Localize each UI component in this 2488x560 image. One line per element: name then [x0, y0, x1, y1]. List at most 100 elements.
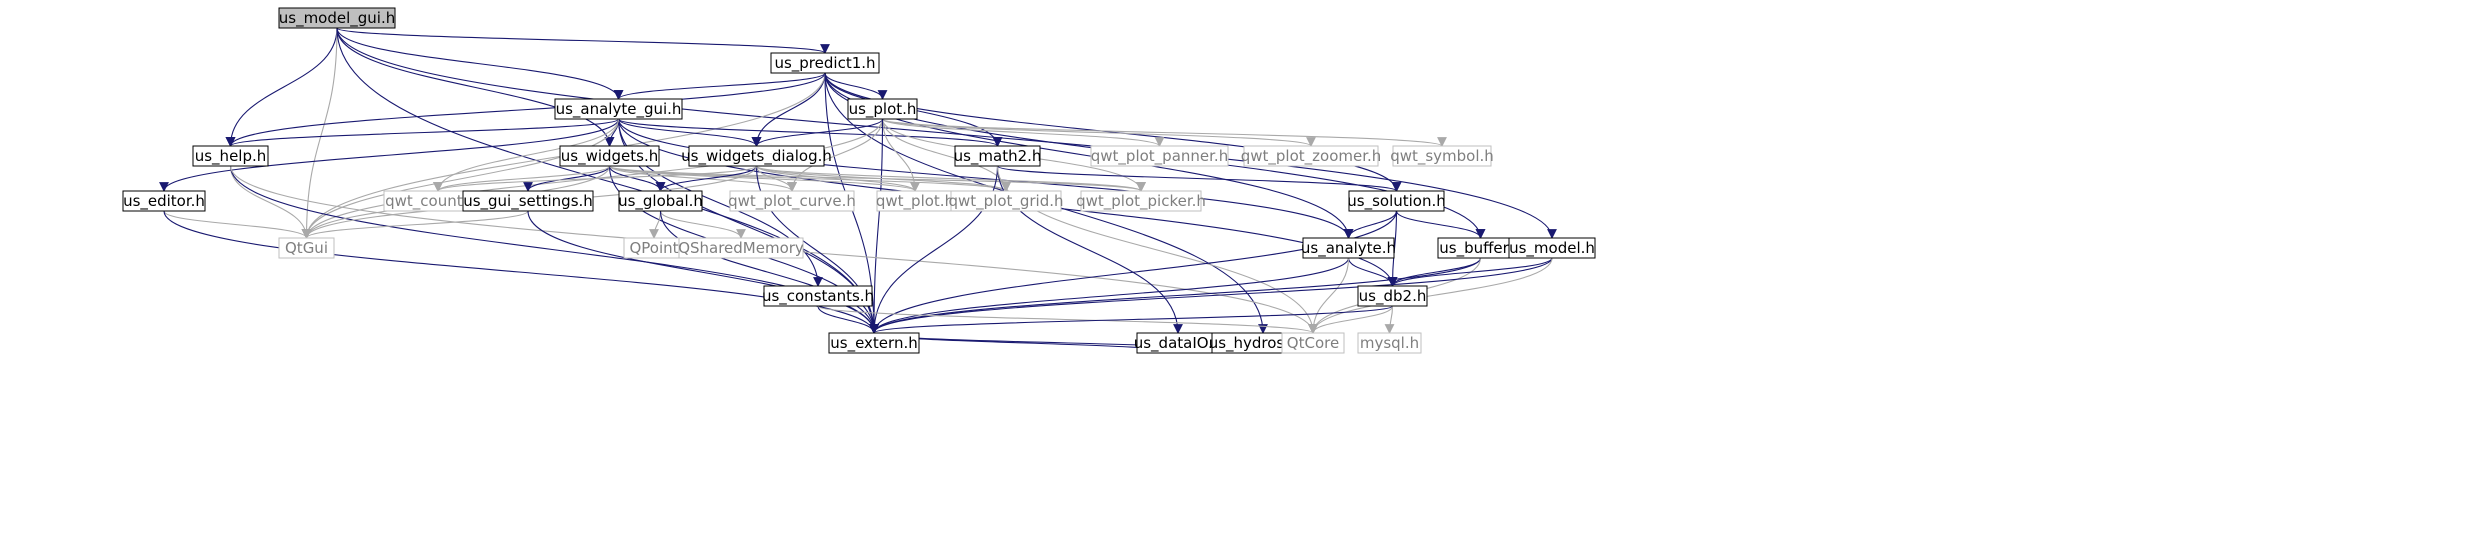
edge-us_gui_settings-to-us_extern: [527, 210, 879, 334]
node-us_gui_settings[interactable]: us_gui_settings.h: [462, 190, 594, 212]
edge-us_plot-to-us_widgets_dialog: [751, 118, 884, 147]
node-label-QtCore: QtCore: [1287, 334, 1339, 352]
node-label-qwt_plot: qwt_plot.h: [876, 192, 954, 211]
node-label-us_widgets: us_widgets.h: [561, 147, 659, 166]
edge-us_solution-to-us_analyte: [1343, 210, 1398, 239]
node-us_model_gui[interactable]: us_model_gui.h: [278, 7, 396, 29]
edge-us_db2-to-us_extern: [869, 305, 1394, 334]
node-label-QtGui: QtGui: [285, 239, 328, 257]
edge-us_model-to-QtCore: [1308, 257, 1553, 334]
node-us_solution[interactable]: us_solution.h: [1347, 190, 1446, 212]
node-us_math2[interactable]: us_math2.h: [954, 145, 1042, 167]
node-label-qwt_plot_picker: qwt_plot_picker.h: [1076, 192, 1206, 211]
edge-us_model_gui-to-QtGui: [301, 27, 338, 239]
node-label-us_analyte: us_analyte.h: [1301, 239, 1396, 258]
edge-us_editor-to-QtGui: [163, 210, 312, 239]
node-us_dataIO[interactable]: us_dataIO.h: [1134, 332, 1223, 354]
node-label-us_predict1: us_predict1.h: [774, 54, 875, 73]
node-box-mysql: [1357, 332, 1422, 354]
edge-us_math2-to-us_solution: [996, 165, 1402, 192]
node-QSharedMemory: QSharedMemory: [678, 237, 804, 259]
node-us_global[interactable]: us_global.h: [618, 190, 703, 212]
node-box-QtGui: [278, 237, 335, 259]
node-us_db2[interactable]: us_db2.h: [1357, 285, 1428, 307]
node-box-us_widgets_dialog: [688, 145, 825, 167]
node-us_plot[interactable]: us_plot.h: [847, 98, 918, 120]
node-label-us_buffer: us_buffer.h: [1439, 239, 1521, 258]
node-box-us_help: [192, 145, 269, 167]
edge-us_model_gui-to-us_help: [225, 27, 338, 147]
node-box-us_analyte_gui: [554, 98, 683, 120]
edge-us_plot-to-qwt_plot_panner: [881, 118, 1165, 147]
edge-us_widgets_dialog-to-qwt_plot: [755, 165, 920, 192]
node-mysql: mysql.h: [1357, 332, 1422, 354]
edge-us_analyte_gui-to-us_analyte: [617, 118, 1354, 239]
edge-us_buffer-to-us_extern: [869, 257, 1482, 334]
node-label-us_extern: us_extern.h: [830, 334, 917, 353]
node-box-qwt_plot_grid: [950, 190, 1062, 212]
node-box-us_math2: [954, 145, 1041, 167]
node-us_widgets[interactable]: us_widgets.h: [559, 145, 660, 167]
edge-us_global-to-QSharedMemory: [659, 210, 746, 239]
node-us_predict1[interactable]: us_predict1.h: [770, 52, 880, 74]
edge-us_global-to-us_extern: [659, 210, 879, 334]
node-box-us_global: [618, 190, 703, 212]
node-box-us_solution: [1348, 190, 1445, 212]
node-box-qwt_plot_picker: [1080, 190, 1202, 212]
node-box-us_gui_settings: [462, 190, 594, 212]
edge-us_widgets-to-qwt_plot_grid: [608, 165, 1011, 192]
edge-us_widgets_dialog-to-qwt_plot_picker: [755, 165, 1146, 192]
edge-us_widgets-to-qwt_plot_curve: [608, 165, 797, 192]
edge-us_db2-to-QtCore: [1308, 305, 1394, 334]
node-qwt_plot_grid: qwt_plot_grid.h: [948, 190, 1064, 212]
edge-us_predict1-to-us_widgets_dialog: [751, 72, 826, 147]
node-us_analyte_gui[interactable]: us_analyte_gui.h: [554, 98, 683, 120]
node-us_extern[interactable]: us_extern.h: [828, 332, 920, 354]
node-label-qwt_plot_panner: qwt_plot_panner.h: [1091, 147, 1228, 166]
edge-us_analyte_gui-to-us_editor: [159, 118, 620, 192]
node-label-us_solution: us_solution.h: [1347, 192, 1446, 211]
node-box-QtCore: [1281, 332, 1345, 354]
edge-us_widgets-to-qwt_counter: [433, 165, 611, 192]
node-box-us_model: [1508, 237, 1596, 259]
node-label-QPoint: QPoint: [629, 239, 678, 257]
edge-us_model_gui-to-us_extern: [336, 27, 879, 334]
edge-us_model_gui-to-us_analyte_gui: [336, 27, 624, 100]
node-us_constants[interactable]: us_constants.h: [762, 285, 874, 307]
node-label-us_analyte_gui: us_analyte_gui.h: [556, 100, 682, 119]
edge-us_solution-to-us_extern: [869, 210, 1398, 334]
node-box-qwt_symbol: [1392, 145, 1492, 167]
node-us_help[interactable]: us_help.h: [192, 145, 269, 167]
node-label-QSharedMemory: QSharedMemory: [678, 239, 804, 257]
node-qwt_plot_curve: qwt_plot_curve.h: [728, 190, 856, 212]
node-qwt_plot_picker: qwt_plot_picker.h: [1076, 190, 1206, 212]
edge-us_predict1-to-us_help: [225, 72, 826, 147]
node-us_analyte[interactable]: us_analyte.h: [1301, 237, 1396, 259]
node-label-qwt_symbol: qwt_symbol.h: [1390, 147, 1494, 166]
node-box-us_predict1: [770, 52, 880, 74]
node-label-us_global: us_global.h: [618, 192, 703, 211]
node-label-us_math2: us_math2.h: [954, 147, 1042, 166]
edge-us_global-to-QPoint: [649, 210, 662, 239]
edge-us_plot-to-qwt_symbol: [881, 118, 1447, 147]
edge-us_widgets-to-us_gui_settings: [523, 165, 611, 192]
edge-us_constants-to-QtCore: [817, 305, 1318, 334]
node-QtGui: QtGui: [278, 237, 335, 259]
edge-us_help-to-QtGui: [229, 165, 312, 239]
node-box-us_extern: [828, 332, 920, 354]
node-us_buffer[interactable]: us_buffer.h: [1437, 237, 1524, 259]
node-box-us_db2: [1357, 285, 1428, 307]
node-us_widgets_dialog[interactable]: us_widgets_dialog.h: [681, 145, 832, 167]
node-box-us_widgets: [559, 145, 660, 167]
node-qwt_plot: qwt_plot.h: [876, 190, 954, 212]
edge-us_model_gui-to-us_model: [336, 27, 1557, 239]
edge-us_model-to-us_db2: [1387, 257, 1553, 287]
node-box-us_constants: [763, 285, 873, 307]
node-box-us_plot: [847, 98, 918, 120]
edge-us_widgets_dialog-to-qwt_counter: [433, 165, 758, 192]
node-us_editor[interactable]: us_editor.h: [122, 190, 206, 212]
node-label-qwt_plot_grid: qwt_plot_grid.h: [948, 192, 1063, 211]
node-us_model[interactable]: us_model.h: [1508, 237, 1596, 259]
node-label-mysql: mysql.h: [1360, 334, 1419, 352]
node-box-us_model_gui: [278, 7, 396, 29]
